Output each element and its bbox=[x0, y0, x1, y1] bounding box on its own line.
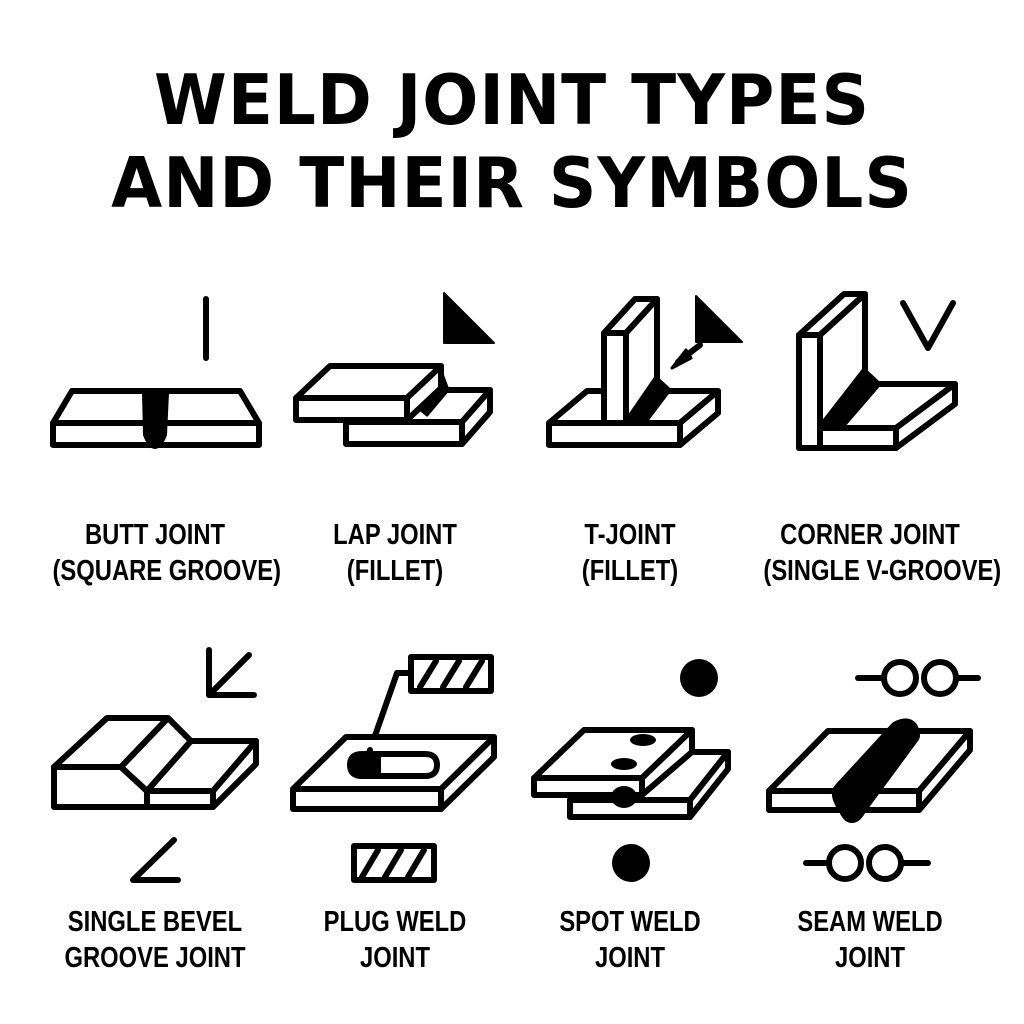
page-title-line-1: WELD JOINT TYPES bbox=[154, 60, 870, 141]
label-line-1: BUTT JOINT bbox=[84, 519, 226, 551]
butt-joint-illustration bbox=[50, 296, 262, 449]
spot-weld-illustration bbox=[531, 659, 731, 882]
plug-weld-illustration bbox=[290, 654, 497, 883]
label-line-1: SINGLE BEVEL bbox=[67, 906, 243, 938]
v-groove-symbol-icon bbox=[900, 300, 956, 351]
butt-weld-bead-icon bbox=[142, 388, 169, 449]
label-line-1: CORNER JOINT bbox=[780, 519, 960, 551]
label-line-2: JOINT bbox=[594, 942, 666, 974]
label-single-bevel: SINGLE BEVEL GROOVE JOINT bbox=[53, 904, 258, 976]
label-plug-weld: PLUG WELD JOINT bbox=[301, 904, 490, 976]
corner-joint-illustration bbox=[796, 291, 958, 451]
label-lap-joint: LAP JOINT (FILLET) bbox=[301, 517, 490, 589]
label-line-2: GROOVE JOINT bbox=[64, 942, 246, 974]
label-line-2: (FILLET) bbox=[581, 555, 679, 587]
fillet-symbol-icon bbox=[443, 292, 495, 344]
label-line-1: LAP JOINT bbox=[333, 519, 457, 551]
label-line-2: (SINGLE V-GROOVE) bbox=[763, 555, 1002, 587]
lap-joint-illustration bbox=[293, 292, 495, 447]
fillet-symbol-icon-tj bbox=[695, 295, 743, 343]
label-line-2: JOINT bbox=[359, 942, 431, 974]
spot-symbol-top-icon bbox=[680, 659, 718, 697]
label-line-2: (FILLET) bbox=[346, 555, 444, 587]
label-seam-weld: SEAM WELD JOINT bbox=[772, 904, 969, 976]
seam-weld-illustration bbox=[766, 659, 981, 882]
seam-symbol-top-icon bbox=[855, 659, 981, 697]
page-title-line-2: AND THEIR SYMBOLS bbox=[111, 143, 913, 224]
label-butt-joint: BUTT JOINT (SQUARE GROOVE) bbox=[52, 517, 282, 589]
label-corner-joint: CORNER JOINT (SINGLE V-GROOVE) bbox=[763, 517, 1002, 589]
label-line-1: T-JOINT bbox=[584, 519, 676, 551]
bevel-symbol-bottom-icon bbox=[130, 837, 181, 883]
label-line-1: PLUG WELD bbox=[323, 906, 467, 938]
single-bevel-illustration bbox=[51, 647, 259, 883]
label-line-1: SEAM WELD bbox=[797, 906, 943, 938]
label-line-2: JOINT bbox=[834, 942, 906, 974]
label-spot-weld: SPOT WELD JOINT bbox=[540, 904, 720, 976]
label-line-2: (SQUARE GROOVE) bbox=[52, 555, 282, 587]
spot-symbol-bottom-icon bbox=[612, 844, 650, 882]
t-joint-illustration bbox=[546, 295, 743, 448]
label-line-1: SPOT WELD bbox=[559, 906, 701, 938]
seam-symbol-bottom-icon bbox=[803, 844, 931, 882]
label-t-joint: T-JOINT (FILLET) bbox=[540, 517, 720, 589]
